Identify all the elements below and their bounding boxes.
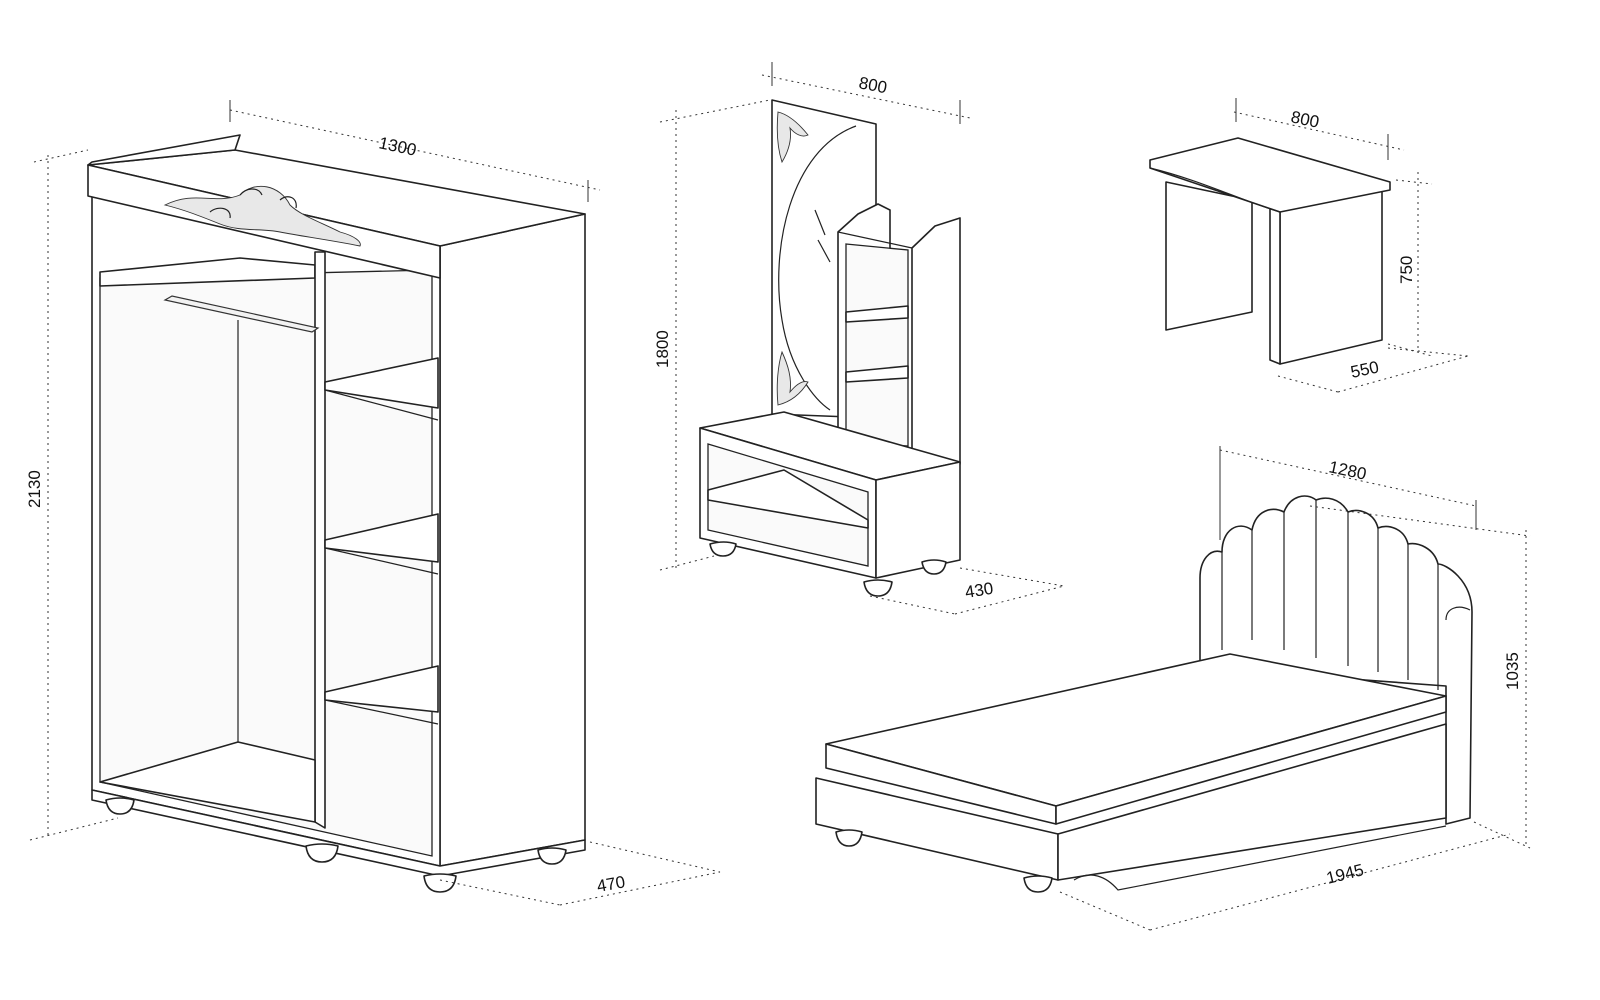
bed-headboard xyxy=(1199,495,1473,825)
wardrobe-bottom xyxy=(99,741,316,823)
dresser-mirror-reflection xyxy=(814,209,831,263)
dresser-depth-dimension-line-a xyxy=(869,595,956,615)
bed-length-dimension-line-a xyxy=(1059,891,1151,931)
desk-width-dimension-line xyxy=(1233,111,1405,151)
dresser-shelf-tower-side xyxy=(911,217,961,465)
bed-frame-base-curve xyxy=(1073,825,1447,891)
dresser-height-label: 1800 xyxy=(653,330,672,368)
wardrobe-divider xyxy=(314,251,326,829)
dresser-mirror-glass xyxy=(778,125,857,411)
wardrobe: 1300 2130 470 xyxy=(25,100,721,906)
wardrobe-foot-3 xyxy=(423,873,457,893)
dresser-ornament-bottom xyxy=(776,350,809,406)
wardrobe-depth-dimension-line-a xyxy=(439,879,561,906)
wardrobe-foot-4 xyxy=(537,847,567,865)
wardrobe-plinth xyxy=(91,789,586,877)
wardrobe-shelf-1 xyxy=(324,357,439,409)
bed-headboard-side-panel xyxy=(1445,606,1471,621)
desk-height-label: 750 xyxy=(1397,256,1416,284)
dresser-tower-shelf-2 xyxy=(845,365,909,383)
dresser: 800 1800 430 xyxy=(653,62,1065,615)
desk-back-leg xyxy=(1165,181,1253,331)
bed-headboard-panel-lines xyxy=(1221,500,1439,690)
wardrobe-rear-lip xyxy=(87,134,241,166)
wardrobe-shelf-3 xyxy=(324,665,439,713)
desk-depth-label: 550 xyxy=(1349,357,1381,381)
desk-depth-dimension-line-a xyxy=(1277,375,1339,393)
wardrobe-height-label: 2130 xyxy=(25,470,44,508)
bed-length-dimension-line xyxy=(1149,833,1511,931)
bed-width-dimension-line xyxy=(1219,449,1477,507)
dresser-shelf-tower-interior xyxy=(845,243,909,447)
bed-length-label: 1945 xyxy=(1324,860,1365,888)
desk-width-label: 800 xyxy=(1289,107,1321,131)
dresser-width-label: 800 xyxy=(857,73,888,97)
dresser-cabinet-side xyxy=(875,461,961,579)
wardrobe-side-panel xyxy=(439,213,586,867)
dresser-foot-2 xyxy=(863,579,893,597)
bed-frame-side xyxy=(1057,723,1447,881)
dresser-cabinet-shelf xyxy=(707,469,869,529)
bed-width-label: 1280 xyxy=(1327,457,1368,483)
desk-leg-side xyxy=(1269,201,1281,365)
bed-mattress-side xyxy=(1055,695,1447,825)
wardrobe-depth-dimension-line xyxy=(559,871,721,906)
wardrobe-foot-1 xyxy=(105,797,135,815)
wardrobe-foot-2 xyxy=(305,843,339,863)
dresser-depth-label: 430 xyxy=(964,579,995,602)
wardrobe-ornament-detail xyxy=(209,188,297,219)
wardrobe-hanging-rail xyxy=(163,295,320,333)
wardrobe-shelf-2 xyxy=(324,513,439,563)
dresser-depth-dimension-line xyxy=(954,585,1065,615)
bed-height-label: 1035 xyxy=(1503,652,1522,690)
dresser-foot-3 xyxy=(921,559,947,575)
dresser-tower-shelf-1 xyxy=(845,305,909,323)
desk-depth-dimension-line xyxy=(1337,355,1469,393)
dresser-foot-1 xyxy=(709,541,737,557)
wardrobe-width-label: 1300 xyxy=(377,133,418,159)
desk-top-front-curve xyxy=(1149,167,1281,213)
desk: 800 750 550 xyxy=(1149,98,1469,393)
bed-foot-2 xyxy=(1023,875,1053,893)
bed: 1280 1035 1945 xyxy=(815,446,1531,931)
wardrobe-depth-label: 470 xyxy=(595,872,626,896)
dresser-ornament-top xyxy=(776,111,809,164)
bed-foot-1 xyxy=(835,829,863,847)
